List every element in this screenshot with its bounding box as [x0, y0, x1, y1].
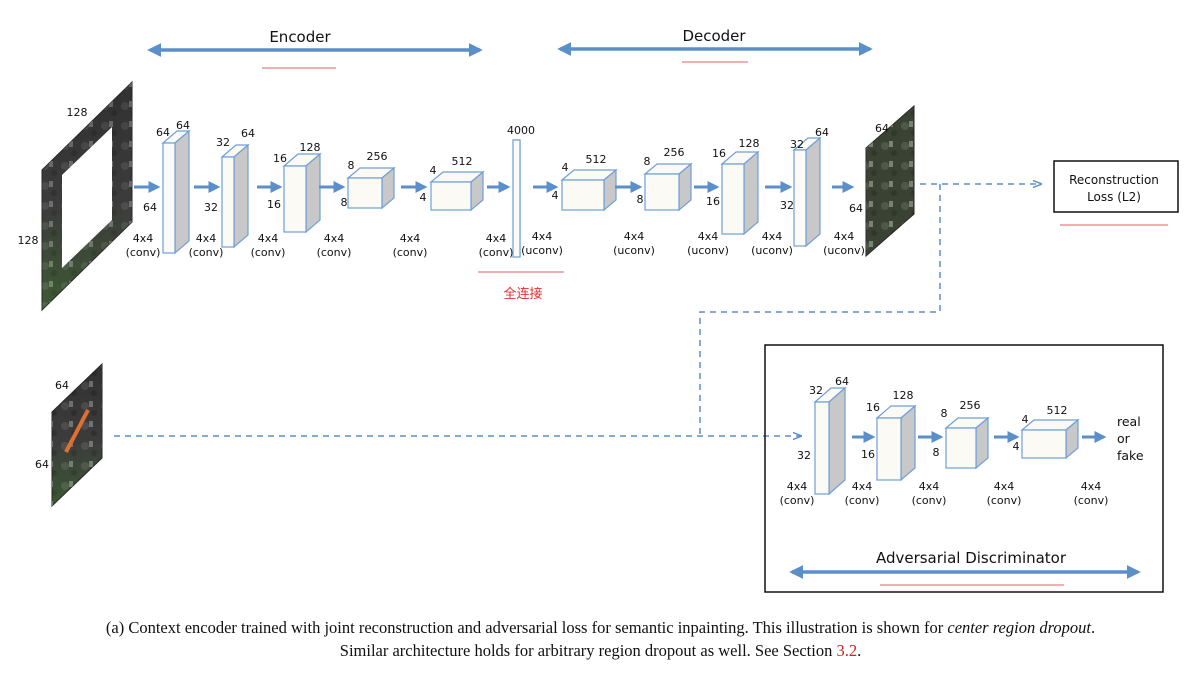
- conv-label-1: 4x4(conv): [126, 232, 161, 259]
- encoder-block-2-depth: 64: [241, 127, 255, 140]
- decoder-block-3-height: 16: [712, 147, 726, 160]
- uconv-label-1: 4x4(uconv): [521, 230, 563, 257]
- input-size-side: 128: [18, 234, 39, 247]
- encoder-block-1: [161, 129, 191, 255]
- input-image: [41, 80, 133, 312]
- disc-conv-label-3: 4x4(conv): [912, 480, 947, 507]
- decoder-block-2-width: 8: [637, 193, 644, 206]
- encoder-block-4-depth: 256: [367, 150, 388, 163]
- encoder-block-4: [346, 166, 396, 210]
- figure-caption: (a) Context encoder trained with joint r…: [0, 616, 1201, 662]
- reconstruction-loss-box: [1053, 160, 1179, 213]
- encoder-block-4-height: 8: [348, 159, 355, 172]
- decoder-block-2-depth: 256: [664, 146, 685, 159]
- output-to-disc-dashed: [699, 184, 941, 436]
- architecture-diagram: Encoder Decoder 128 128 64 64 64 64 Reco…: [18, 27, 1179, 593]
- encoder-block-5-height: 4: [430, 164, 437, 177]
- decoder-block-4-width: 32: [780, 199, 794, 212]
- conv-label-2: 4x4(conv): [189, 232, 224, 259]
- disc-block-4: [1020, 418, 1080, 460]
- decoder-block-4-height: 32: [790, 138, 804, 151]
- encoder-block-3: [282, 152, 322, 234]
- conv-label-6: 4x4(conv): [479, 232, 514, 259]
- disc-block-4-width: 4: [1013, 440, 1020, 453]
- conv-label-5: 4x4(conv): [393, 232, 428, 259]
- encoder-label: Encoder: [269, 28, 331, 46]
- caption-line-2: Similar architecture holds for arbitrary…: [339, 641, 862, 660]
- uconv-label-5: 4x4(uconv): [823, 230, 865, 257]
- encoder-block-2-height: 32: [216, 136, 230, 149]
- decoder-block-3-width: 16: [706, 195, 720, 208]
- encoder-block-2-width: 32: [204, 201, 218, 214]
- disc-block-4-height: 4: [1022, 413, 1029, 426]
- decoder-block-1-depth: 512: [586, 153, 607, 166]
- encoder-block-5-width: 4: [420, 191, 427, 204]
- decoder-label: Decoder: [682, 27, 746, 45]
- encoder-block-3-height: 16: [273, 152, 287, 165]
- decoder-block-1: [560, 168, 618, 212]
- decoder-block-1-width: 4: [552, 189, 559, 202]
- decoder-block-3-depth: 128: [739, 137, 760, 150]
- disc-block-3-height: 8: [941, 407, 948, 420]
- disc-block-3-width: 8: [933, 446, 940, 459]
- fc-size: 4000: [507, 124, 535, 137]
- disc-block-3: [944, 416, 990, 470]
- disc-block-1: [813, 386, 847, 496]
- real-patch-image: [51, 362, 103, 508]
- encoder-block-5-depth: 512: [452, 155, 473, 168]
- disc-conv-label-4: 4x4(conv): [987, 480, 1022, 507]
- input-size-top: 128: [67, 106, 88, 119]
- uconv-label-3: 4x4(uconv): [687, 230, 729, 257]
- encoder-block-1-width: 64: [143, 201, 157, 214]
- disc-block-4-depth: 512: [1047, 404, 1068, 417]
- network-blocks: 64 64 64 32 64 32 16 128 16 8 256 8 4 512 4 4x4(conv) 4x…: [126, 119, 1109, 507]
- disc-block-1-depth: 64: [835, 375, 849, 388]
- uconv-label-4: 4x4(uconv): [751, 230, 793, 257]
- disc-block-1-height: 32: [809, 384, 823, 397]
- disc-block-2-width: 16: [861, 448, 875, 461]
- decoder-block-4: [792, 136, 822, 248]
- fc-label: 全连接: [503, 286, 542, 302]
- decoder-block-1-height: 4: [562, 161, 569, 174]
- disc-block-2: [875, 404, 917, 482]
- disc-conv-label-2: 4x4(conv): [845, 480, 880, 507]
- encoder-block-2: [220, 143, 250, 249]
- encoder-block-3-depth: 128: [300, 141, 321, 154]
- decoder-block-2-height: 8: [644, 155, 651, 168]
- encoder-block-3-width: 16: [267, 198, 281, 211]
- patch-size-side: 64: [35, 458, 49, 471]
- conv-label-3: 4x4(conv): [251, 232, 286, 259]
- disc-block-1-width: 32: [797, 449, 811, 462]
- disc-conv-label-5: 4x4(conv): [1074, 480, 1109, 507]
- discriminator-title: Adversarial Discriminator: [876, 549, 1067, 567]
- output-size-top: 64: [875, 122, 889, 135]
- decoder-block-2: [643, 162, 693, 212]
- section-ref-link[interactable]: 3.2: [836, 641, 858, 660]
- disc-block-2-height: 16: [866, 401, 880, 414]
- uconv-label-2: 4x4(uconv): [613, 230, 655, 257]
- disc-block-2-depth: 128: [893, 389, 914, 402]
- encoder-block-1-height: 64: [156, 126, 170, 139]
- discriminator-frame: [764, 344, 1164, 593]
- encoder-block-1-depth: 64: [176, 119, 190, 132]
- output-size-side: 64: [849, 202, 863, 215]
- patch-size-top: 64: [55, 379, 69, 392]
- output-image: [865, 104, 915, 258]
- caption-line-1: (a) Context encoder trained with joint r…: [105, 618, 1096, 637]
- encoder-block-4-width: 8: [341, 196, 348, 209]
- masked-center-region: [62, 127, 112, 268]
- conv-label-4: 4x4(conv): [317, 232, 352, 259]
- decoder-block-4-depth: 64: [815, 126, 829, 139]
- fc-bottleneck: [512, 139, 521, 258]
- disc-block-3-depth: 256: [960, 399, 981, 412]
- decoder-block-3: [720, 150, 760, 236]
- encoder-block-5: [429, 170, 485, 212]
- disc-conv-label-1: 4x4(conv): [780, 480, 815, 507]
